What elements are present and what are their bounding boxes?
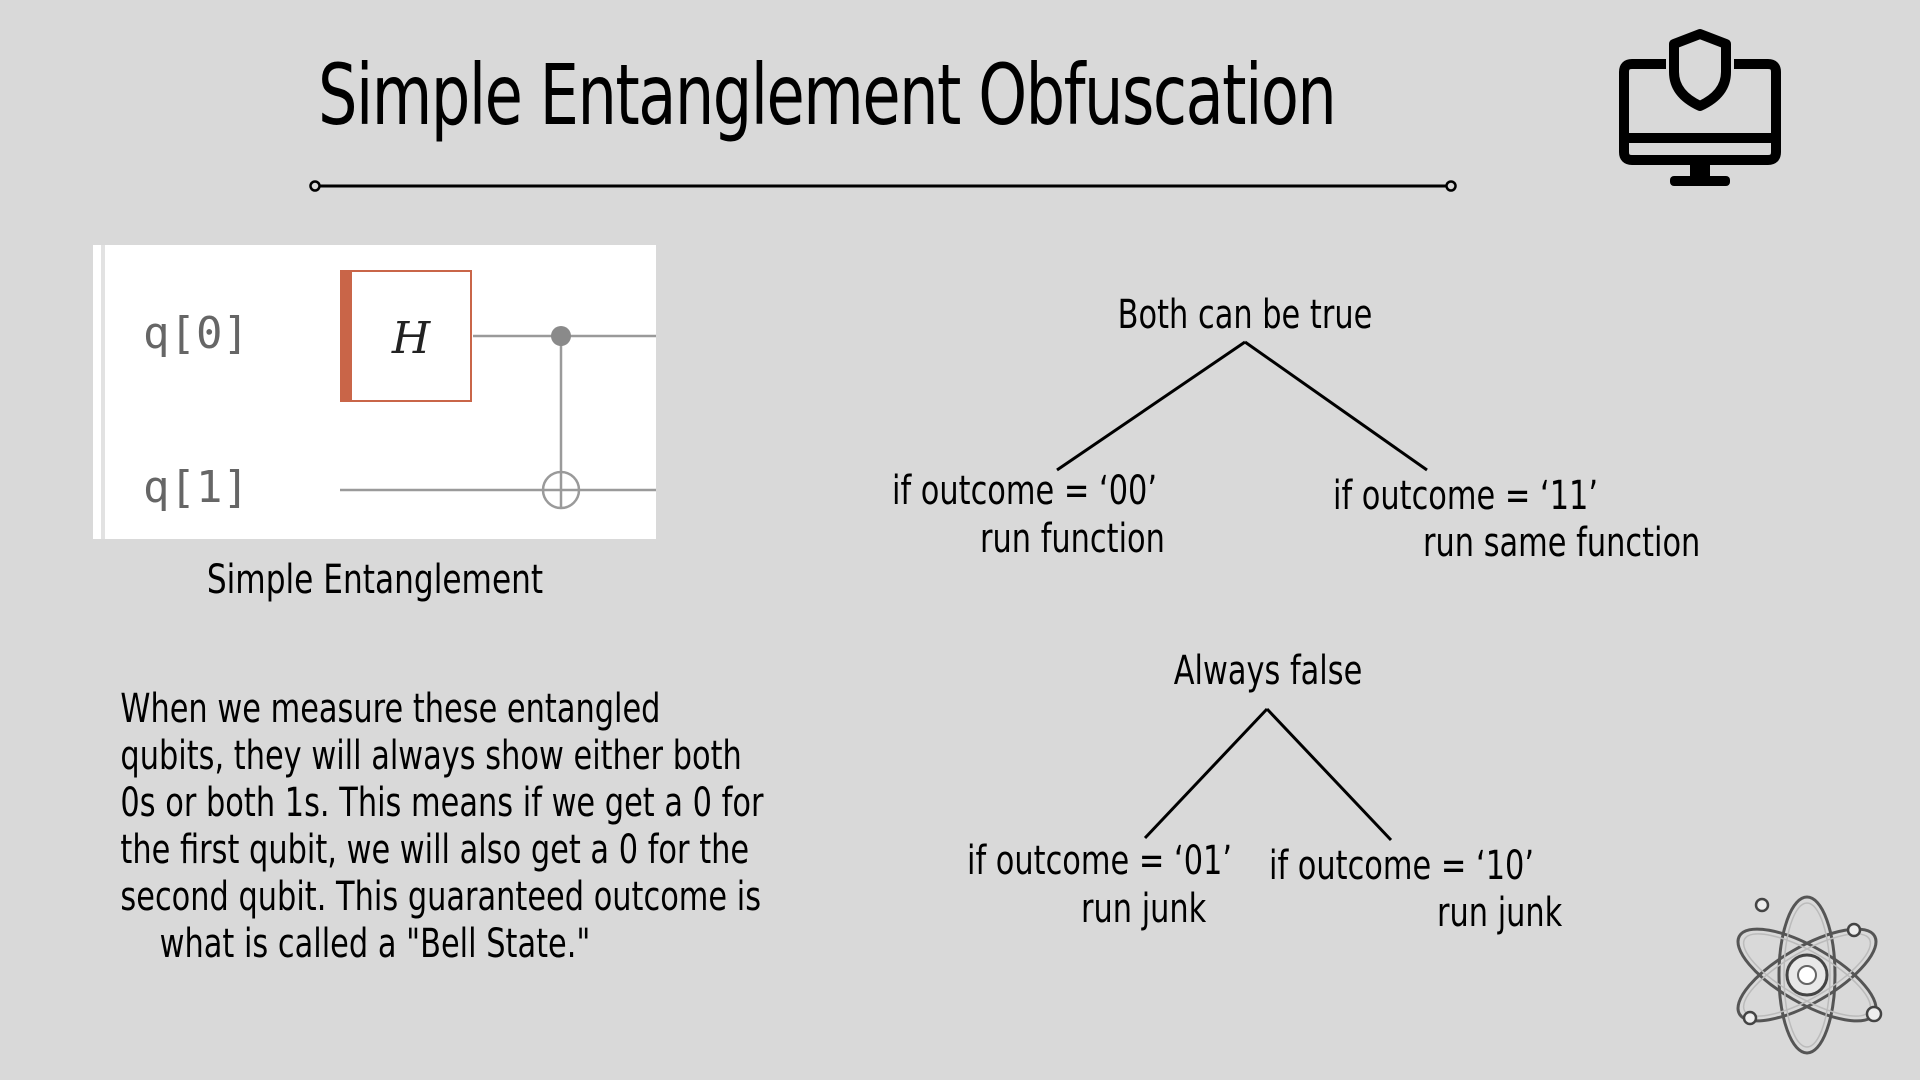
tree1-left-action: run function [980, 516, 1165, 562]
tree1-right-branch [1244, 340, 1428, 472]
tree2-right-condition: if outcome = ‘10’ [1269, 843, 1535, 889]
title-divider [309, 180, 1457, 192]
tree2-root-label: Always false [1173, 648, 1363, 694]
explanation-line: qubits, they will always show either bot… [120, 733, 742, 779]
tree1-left-branch [1056, 340, 1246, 472]
qubit-label-q0: q[0] [143, 308, 249, 359]
explanation-line: When we measure these entangled [120, 686, 661, 732]
explanation-line: the first qubit, we will also get a 0 fo… [120, 827, 750, 873]
tree2-left-action: run junk [1081, 886, 1207, 932]
explanation-paragraph: When we measure these entangled qubits, … [120, 686, 763, 968]
tree1-right-condition: if outcome = ‘11’ [1333, 473, 1599, 519]
page-title: Simple Entanglement Obfuscation [318, 46, 1337, 144]
tree1-right-action: run same function [1423, 520, 1701, 566]
explanation-line: what is called a "Bell State." [159, 921, 591, 967]
gate-label: H [391, 313, 432, 364]
tree1-left-condition: if outcome = ‘00’ [892, 468, 1158, 514]
tree2-left-condition: if outcome = ‘01’ [967, 838, 1233, 884]
monitor-shield-icon [1619, 29, 1781, 186]
hadamard-gate: H [340, 270, 472, 402]
tree2-right-action: run junk [1437, 890, 1563, 936]
explanation-line: 0s or both 1s. This means if we get a 0 … [120, 780, 764, 826]
tree2-right-branch [1265, 707, 1393, 842]
tree2-left-branch [1143, 707, 1269, 840]
circuit-caption: Simple Entanglement [206, 557, 544, 603]
tree1-root-label: Both can be true [1117, 292, 1373, 338]
circuit-diagram: q[0] q[1] H [93, 245, 656, 539]
cnot-gate [541, 326, 581, 510]
qubit-label-q1: q[1] [143, 462, 249, 513]
control-dot [551, 326, 571, 346]
atom-icon [1736, 895, 1883, 1055]
explanation-line: second qubit. This guaranteed outcome is [120, 874, 762, 920]
